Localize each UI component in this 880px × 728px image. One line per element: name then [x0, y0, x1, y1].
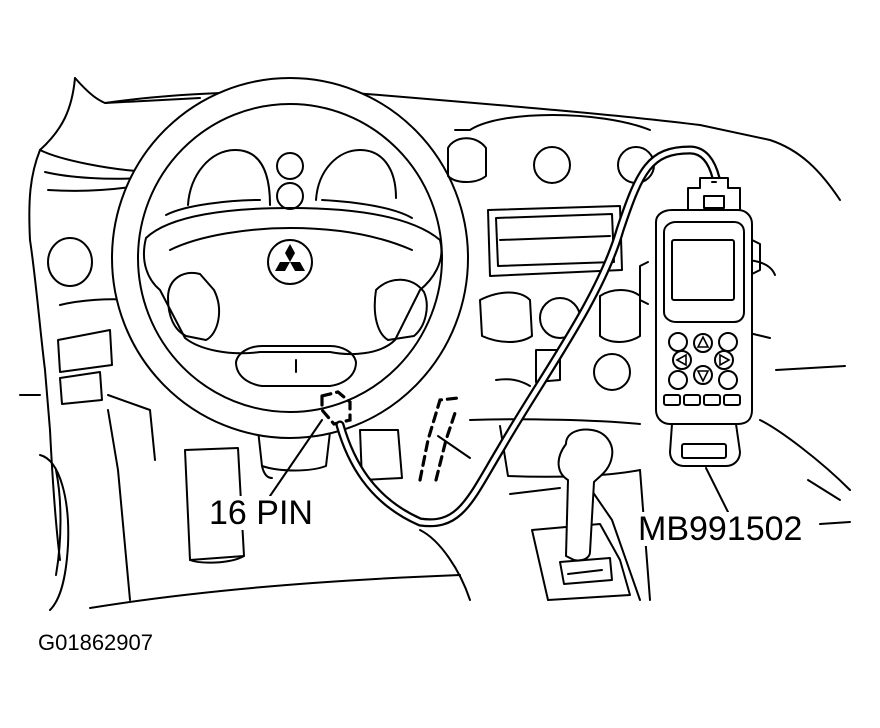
connector-leader-line [269, 419, 323, 497]
connector-location [320, 390, 352, 426]
right-arrow-button [714, 350, 734, 370]
scan-tool [639, 177, 761, 467]
tool-leader-line [705, 467, 729, 513]
dashboard-outline [19, 77, 701, 611]
figure-code: G01862907 [38, 630, 153, 655]
mitsubishi-logo-icon [267, 239, 313, 285]
leader-lines [269, 419, 729, 513]
circle-button [668, 370, 688, 390]
up-arrow-button [693, 333, 713, 353]
gear-shifter [557, 428, 614, 585]
scan-tool-cable [335, 145, 721, 528]
connector-label: 16 PIN [207, 494, 315, 532]
steering-column [257, 429, 331, 479]
steering-wheel [111, 77, 469, 439]
tool-part-label: MB991502 [636, 510, 805, 548]
circle-button [718, 370, 738, 390]
left-arrow-button [672, 350, 692, 370]
down-arrow-button [693, 365, 713, 385]
